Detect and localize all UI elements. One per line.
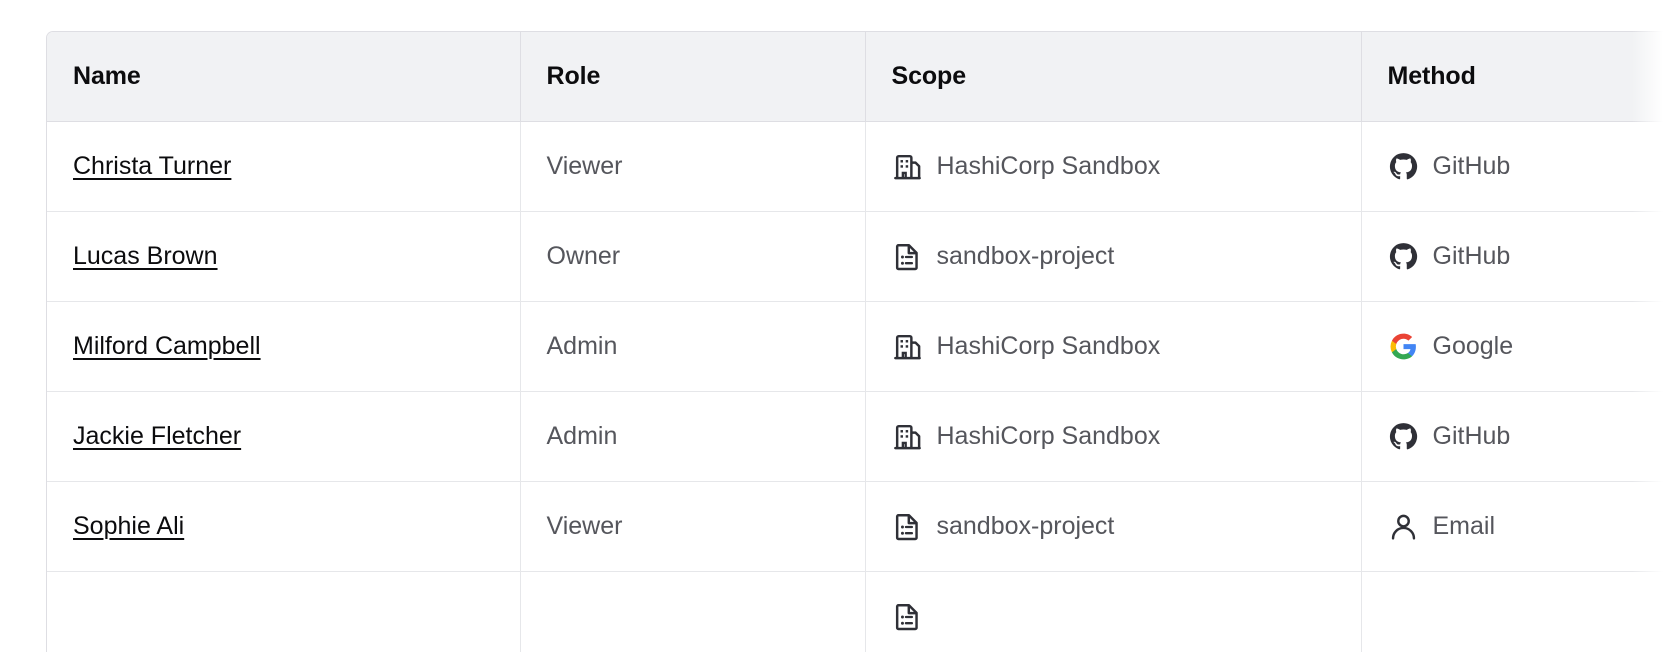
cell-method: Email: [1361, 481, 1672, 572]
project-icon: [892, 601, 923, 632]
method-label: Google: [1432, 331, 1514, 360]
member-name-link[interactable]: Sophie Ali: [73, 511, 185, 540]
role-label: Viewer: [546, 511, 623, 540]
member-name-link[interactable]: Christa Turner: [73, 151, 232, 180]
table-row: Christa Turner Viewer HashiCorp Sandbox Git…: [47, 121, 1672, 212]
table-row: [47, 571, 1672, 652]
table-header: Name Role Scope Method: [47, 32, 1672, 122]
cell-role: Admin: [520, 301, 866, 392]
member-name-link[interactable]: Milford Campbell: [73, 331, 261, 360]
organization-icon: [892, 331, 923, 362]
member-name-link[interactable]: Jackie Fletcher: [73, 421, 242, 450]
method-label: GitHub: [1432, 421, 1511, 450]
table-row: Jackie Fletcher Admin HashiCorp Sandbox Git…: [47, 391, 1672, 482]
cell-role: Viewer: [520, 481, 866, 572]
project-icon: [892, 241, 923, 272]
cell-name: Jackie Fletcher: [47, 391, 521, 482]
cell-method: [1361, 571, 1672, 652]
method-label: Email: [1432, 511, 1496, 540]
project-icon: [892, 511, 923, 542]
cell-role: Admin: [520, 391, 866, 482]
cell-name: Christa Turner: [47, 121, 521, 212]
organization-icon: [892, 421, 923, 452]
cell-scope: sandbox-project: [865, 211, 1362, 302]
method-value: GitHub: [1388, 421, 1647, 452]
scope-label: HashiCorp Sandbox: [936, 151, 1161, 180]
cell-scope: HashiCorp Sandbox: [865, 301, 1362, 392]
cell-method: Google: [1361, 301, 1672, 392]
scope-value: HashiCorp Sandbox: [892, 331, 1335, 362]
github-icon: [1388, 421, 1419, 452]
cell-name: Lucas Brown: [47, 211, 521, 302]
scope-label: HashiCorp Sandbox: [936, 331, 1161, 360]
scope-value: HashiCorp Sandbox: [892, 421, 1335, 452]
method-value: Email: [1388, 511, 1647, 542]
cell-name: Sophie Ali: [47, 481, 521, 572]
cell-role: Viewer: [520, 121, 866, 212]
column-header-method[interactable]: Method: [1361, 32, 1672, 122]
organization-icon: [892, 151, 923, 182]
scope-label: HashiCorp Sandbox: [936, 421, 1161, 450]
github-icon: [1388, 151, 1419, 182]
cell-method: GitHub: [1361, 391, 1672, 482]
cell-scope: [865, 571, 1362, 652]
table-header-row: Name Role Scope Method: [47, 32, 1672, 122]
cell-name: Milford Campbell: [47, 301, 521, 392]
scope-value: sandbox-project: [892, 511, 1335, 542]
method-value: Google: [1388, 331, 1647, 362]
cell-role: [520, 571, 866, 652]
cell-scope: HashiCorp Sandbox: [865, 391, 1362, 482]
role-label: Owner: [546, 241, 621, 270]
cell-method: GitHub: [1361, 121, 1672, 212]
method-label: GitHub: [1432, 151, 1511, 180]
scope-value: [892, 601, 1335, 632]
role-label: Admin: [546, 421, 618, 450]
table-row: Lucas Brown Owner sandbox-project GitHub: [47, 211, 1672, 302]
scope-label: sandbox-project: [936, 241, 1115, 270]
cell-role: Owner: [520, 211, 866, 302]
method-value: GitHub: [1388, 151, 1647, 182]
cell-scope: sandbox-project: [865, 481, 1362, 572]
cell-name: [47, 571, 521, 652]
user-icon: [1388, 511, 1419, 542]
table-row: Sophie Ali Viewer sandbox-project Email: [47, 481, 1672, 572]
role-label: Viewer: [546, 151, 623, 180]
cell-method: GitHub: [1361, 211, 1672, 302]
table-row: Milford Campbell Admin HashiCorp Sandbox Go…: [47, 301, 1672, 392]
role-label: Admin: [546, 331, 618, 360]
method-value: GitHub: [1388, 241, 1647, 272]
github-icon: [1388, 241, 1419, 272]
scope-value: sandbox-project: [892, 241, 1335, 272]
scope-value: HashiCorp Sandbox: [892, 151, 1335, 182]
column-header-name[interactable]: Name: [47, 32, 521, 122]
cell-scope: HashiCorp Sandbox: [865, 121, 1362, 212]
method-label: GitHub: [1432, 241, 1511, 270]
column-header-role[interactable]: Role: [520, 32, 866, 122]
column-header-scope[interactable]: Scope: [865, 32, 1362, 122]
google-icon: [1388, 331, 1419, 362]
scope-label: sandbox-project: [936, 511, 1115, 540]
member-name-link[interactable]: Lucas Brown: [73, 241, 218, 270]
